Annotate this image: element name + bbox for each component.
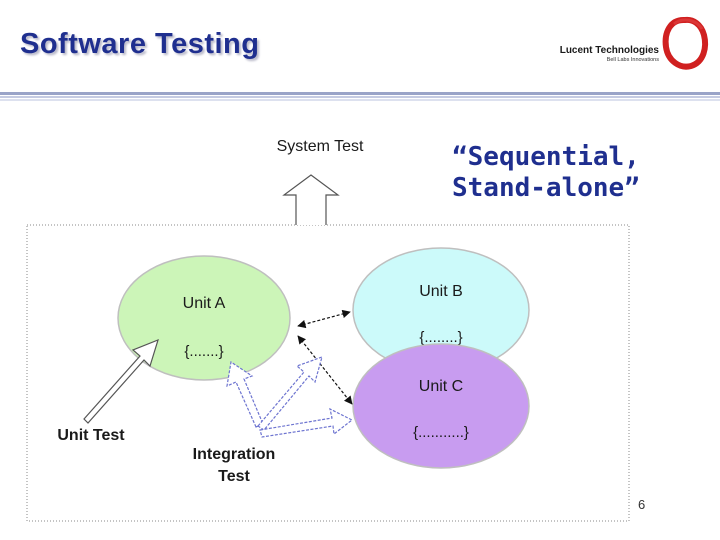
unit-b-label: Unit B [419, 283, 463, 300]
page-number: 6 [638, 497, 646, 512]
system-test-arrow [282, 174, 340, 225]
unit-b-code: {........} [419, 329, 462, 346]
integration-test-arrows [226, 356, 354, 438]
header-rule [0, 92, 720, 101]
logo-tagline: Bell Labs Innovations [606, 57, 659, 63]
diagram-frame [26, 224, 630, 522]
integration-arrow-to-c [259, 407, 354, 438]
unit-a-ellipse [117, 255, 291, 381]
unit-test-arrow [83, 338, 159, 424]
unit-c: Unit C {...........} [352, 343, 530, 469]
quote-line-1: “Sequential, [452, 142, 640, 172]
system-test-label: System Test [277, 138, 364, 155]
logo-name: Lucent Technologies [559, 45, 659, 56]
lucent-logo-text: Lucent Technologies Bell Labs Innovation… [557, 45, 659, 63]
integration-arrow-to-b [257, 356, 323, 431]
a-b-connector [297, 309, 351, 329]
unit-c-label: Unit C [419, 378, 463, 395]
integration-label-line1: Integration [193, 446, 276, 463]
unit-a-label: Unit A [183, 295, 226, 312]
integration-arrow-to-a [226, 360, 264, 428]
unit-c-code: {...........} [413, 424, 469, 441]
unit-a-code: {.......} [184, 343, 223, 360]
sequential-standalone-quote: “Sequential, Stand-alone” [452, 142, 640, 204]
slide-title: Software Testing [20, 28, 260, 60]
integration-label-line2: Test [218, 468, 250, 485]
lucent-ring-icon [662, 16, 709, 70]
unit-c-ellipse [352, 343, 530, 469]
a-c-connector [297, 335, 353, 405]
unit-test-label: Unit Test [57, 427, 125, 444]
unit-a: Unit A {.......} [117, 255, 291, 381]
quote-line-2: Stand-alone” [452, 173, 640, 204]
